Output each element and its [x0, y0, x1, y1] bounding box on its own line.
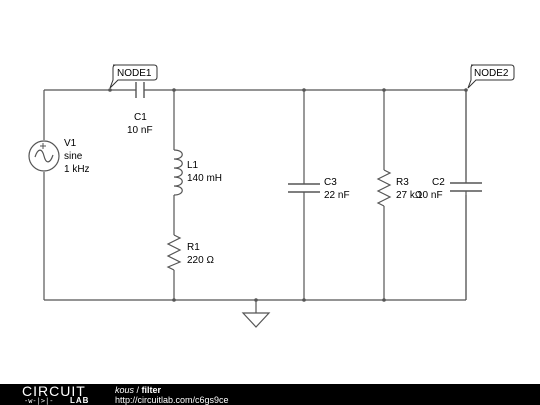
c2-name: C2 [432, 177, 445, 188]
c2-capacitor-symbol [450, 182, 482, 192]
c1-capacitor-symbol [135, 82, 145, 98]
junction-dots [108, 88, 468, 302]
breadcrumb-separator: / [134, 385, 142, 395]
r1-resistor-symbol [166, 234, 182, 271]
c1-name: C1 [134, 112, 147, 123]
node2-label: NODE2 [474, 68, 509, 79]
wires [43, 89, 467, 313]
v1-name: V1 [64, 138, 77, 149]
r1-value: 220 Ω [187, 255, 214, 266]
r3-name: R3 [396, 177, 409, 188]
r3-resistor-symbol [376, 169, 392, 207]
node1-label: NODE1 [117, 68, 152, 79]
logo-circuit-icon: -w-|>|- [24, 397, 54, 405]
breadcrumb: kous / filter [115, 385, 161, 395]
circuitlab-logo: CIRCUIT -w-|>|- LAB [22, 384, 102, 405]
breadcrumb-user[interactable]: kous [115, 385, 135, 395]
l1-inductor-symbol [173, 149, 183, 196]
r3-value: 27 kΩ [396, 190, 423, 201]
breadcrumb-title[interactable]: filter [141, 385, 162, 395]
logo-top-text: CIRCUIT [22, 383, 86, 399]
v1-source-symbol [28, 140, 60, 172]
c3-value: 22 nF [324, 190, 350, 201]
node1-tag: NODE1 [109, 64, 158, 89]
v1-type: sine [64, 151, 83, 162]
c2-value: 10 nF [417, 190, 443, 201]
logo-bottom-text: LAB [70, 396, 90, 405]
l1-value: 140 mH [187, 173, 222, 184]
v1-value: 1 kHz [64, 164, 90, 175]
c3-name: C3 [324, 177, 337, 188]
ground-symbol [241, 312, 271, 328]
c3-capacitor-symbol [288, 183, 320, 193]
r1-name: R1 [187, 242, 200, 253]
c1-value: 10 nF [127, 125, 153, 136]
circuit-url-link[interactable]: http://circuitlab.com/c6gs9ce [115, 395, 229, 405]
l1-name: L1 [187, 160, 199, 171]
component-labels: V1 sine 1 kHz C1 10 nF L1 140 mH R1 220 … [64, 112, 445, 266]
footer-bar: CIRCUIT -w-|>|- LAB kous / filter http:/… [0, 384, 540, 405]
node2-tag: NODE2 [467, 64, 515, 89]
